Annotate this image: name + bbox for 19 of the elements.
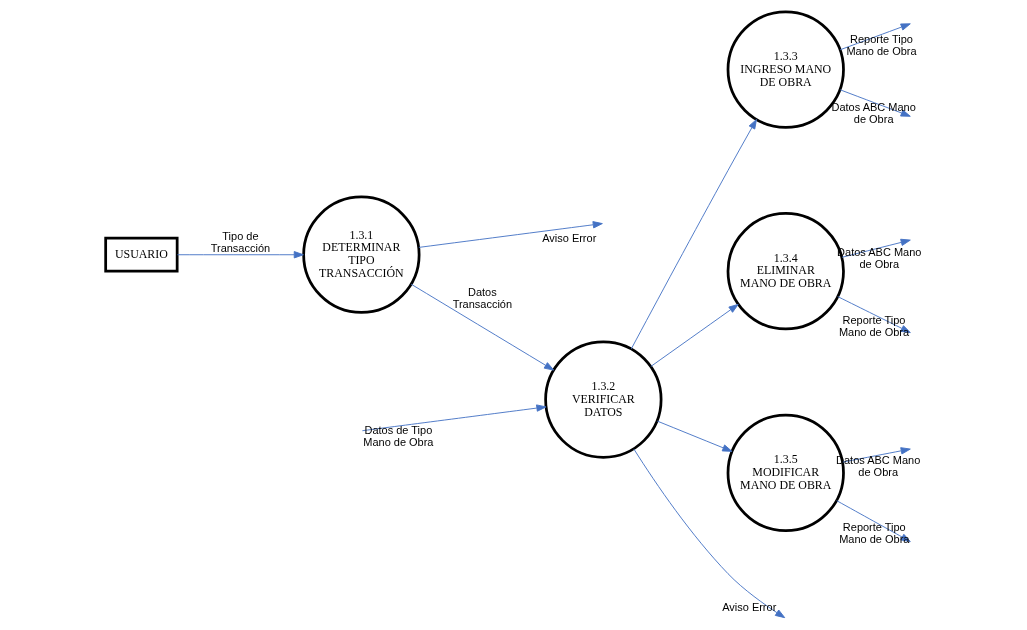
arrow: [839, 89, 911, 117]
arrow: [649, 303, 739, 367]
edge-label: Tipo de Transacción: [210, 229, 270, 254]
arrow: [417, 221, 603, 248]
node-circle: 1.3.1 DETERMINAR TIPO TRANSACCIÓN: [301, 195, 420, 314]
edge-label: Aviso Error: [721, 601, 776, 614]
arrow: [410, 283, 554, 371]
edge-label: Reporte Tipo Mano de Obra: [838, 521, 909, 546]
edge-label: Datos de Tipo Mano de Obra: [362, 424, 433, 449]
arrow: [656, 420, 732, 452]
edge-label: Datos ABC Mano de Obra: [831, 101, 916, 126]
arrow: [361, 404, 546, 432]
arrow: [632, 448, 785, 619]
node-box: USUARIO: [103, 236, 179, 273]
edge-label: Aviso Error: [541, 232, 596, 245]
edge-label: Reporte Tipo Mano de Obra: [838, 314, 909, 339]
arrow: [176, 251, 304, 259]
arrow: [630, 119, 757, 350]
edge-label: Datos Transacción: [452, 285, 512, 310]
